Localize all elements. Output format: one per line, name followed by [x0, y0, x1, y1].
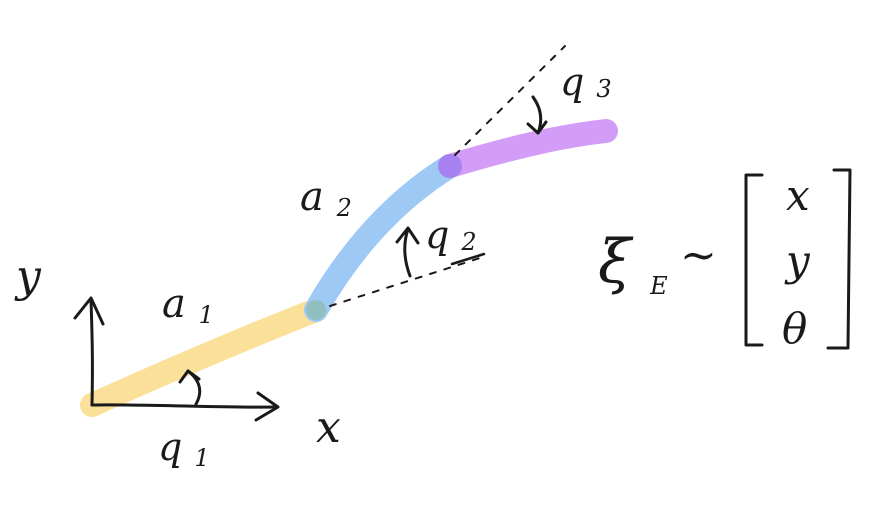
link1-label-main: a	[162, 281, 186, 327]
pose-symbol-main: ξ	[598, 227, 634, 297]
q2-label-sub: 2	[460, 228, 476, 256]
q3-arrowhead	[526, 120, 548, 135]
y-axis	[89, 298, 94, 407]
vector-entry-theta: θ	[782, 304, 807, 353]
q2-angle-arc	[403, 227, 412, 278]
q1-label-sub: 1	[194, 444, 209, 472]
joint-2	[306, 300, 326, 320]
x-axis-label: x	[316, 402, 341, 453]
link2-label-main: a	[300, 174, 324, 220]
q2-label: q 2	[425, 213, 477, 257]
q1-label: q 1	[158, 425, 210, 472]
x-axis	[90, 403, 278, 409]
link1-label: a 1	[162, 281, 214, 329]
x-axis-arrowhead	[254, 391, 280, 422]
q3-label-sub: 3	[596, 75, 611, 103]
link1-label-sub: 1	[199, 301, 214, 329]
link-2	[304, 154, 462, 322]
approx-sign: ~	[680, 230, 717, 281]
vector-entry-y: y	[784, 236, 811, 285]
link1-extension-dashed	[329, 257, 481, 307]
q3-label: q 3	[560, 60, 612, 104]
link2-label-sub: 2	[336, 194, 352, 222]
q2-arrowhead	[395, 226, 420, 245]
link2-label: a 2	[300, 174, 352, 222]
joint-3	[438, 154, 462, 178]
y-axis-label: y	[14, 251, 42, 302]
q2-label-main: q	[425, 213, 449, 257]
y-axis-arrowhead	[73, 296, 105, 326]
link-1	[80, 298, 328, 417]
vector-entry-x: x	[786, 171, 810, 220]
pose-symbol: ξ E	[598, 227, 668, 300]
q3-label-main: q	[560, 60, 584, 104]
q2-label-underline	[450, 252, 486, 266]
pose-symbol-sub: E	[649, 272, 668, 300]
link2-extension-dashed	[454, 45, 566, 156]
q1-label-main: q	[158, 425, 182, 469]
matrix-right-bracket	[826, 168, 852, 350]
q1-arrowhead	[178, 369, 201, 384]
matrix-left-bracket	[744, 173, 764, 347]
link-3	[438, 119, 618, 178]
